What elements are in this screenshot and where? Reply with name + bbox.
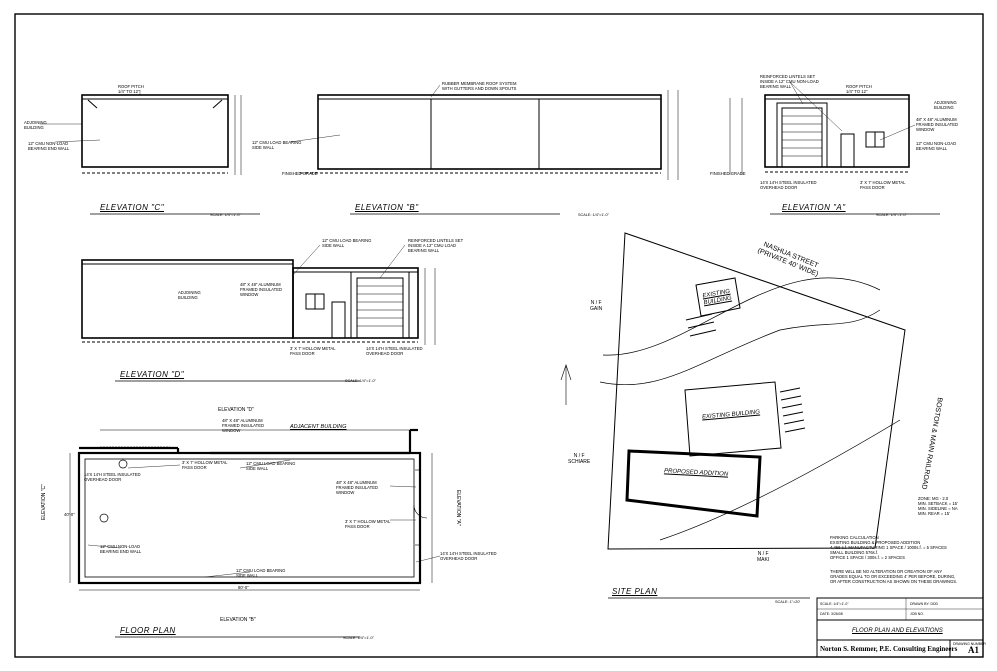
elev-a-title: ELEVATION "A" — [782, 203, 846, 212]
elev-c-title: ELEVATION "C" — [100, 203, 165, 212]
fp-end-wall: 12" CMU NON-LOAD BEARING END WALL — [100, 544, 142, 554]
elev-d-side-wall: 12" CMU LOAD BEARING SIDE WALL — [322, 238, 372, 248]
site-plan-drawing — [560, 232, 906, 550]
fp-pass-door-r: 3' X 7' HOLLOW METAL PASS DOOR — [345, 519, 391, 529]
elev-a-scale: SCALE: 1/4"=1'-0" — [876, 213, 907, 217]
elevation-b-drawing — [289, 84, 679, 180]
elev-d-lintels: REINFORCED LINTELS SET INSIDE A 12" CMU … — [408, 238, 464, 253]
fp-window: 48" X 48" ALUMINUM FRAMED INSULATED WIND… — [222, 418, 265, 433]
fp-pass-door: 3' X 7' HOLLOW METAL PASS DOOR — [182, 460, 228, 470]
elev-d-title: ELEVATION "D" — [120, 370, 185, 379]
elev-a-end-wall: 12" CMU NON-LOAD BEARING WALL — [916, 141, 957, 151]
elev-a-adj-building: ADJOINING BUILDING — [934, 100, 957, 110]
tb-scale: SCALE: 1/4"=1'-0" — [820, 602, 849, 606]
tb-firm: Norton S. Remmer, P.E. Consulting Engine… — [820, 645, 958, 653]
fp-elev-b-marker: ELEVATION "B" — [220, 617, 256, 623]
tb-drawing-no-label: DRAWING NUMBER — [953, 642, 986, 646]
fp-title: FLOOR PLAN — [120, 626, 176, 635]
elev-a-window: 48" X 48" ALUMINUM FRAMED INSULATED WIND… — [916, 117, 959, 132]
fp-adjacent-building: ADJACENT BUILDING — [290, 424, 347, 430]
fp-dim-overall: 80'-0" — [238, 585, 249, 590]
elev-c-adj-building: ADJOINING BUILDING — [24, 120, 47, 130]
elev-b-side-wall: 12" CMU LOAD BEARING SIDE WALL — [252, 140, 302, 150]
elev-d-scale: SCALE: 1/4"=1'-0" — [345, 379, 376, 383]
elev-a-grade: FINISHED GRADE — [710, 171, 746, 176]
title-block-lines — [816, 597, 984, 658]
elev-d-pass-door: 3' X 7' HOLLOW METAL PASS DOOR — [290, 346, 336, 356]
tb-sheet-number: A1 — [968, 645, 979, 655]
fp-dim-depth: 40'-0" — [64, 512, 75, 517]
tb-job: JOB NO. — [910, 612, 925, 616]
elev-a-lintels: REINFORCED LINTELS SET INSIDE A 12" CMU … — [760, 74, 819, 89]
elev-c-scale: SCALE: 1/4"=1'-0" — [210, 213, 241, 217]
elev-b-scale: SCALE: 1/4"=1'-0" — [578, 213, 609, 217]
site-scale: SCALE: 1"=20' — [775, 600, 801, 604]
elev-b-title: ELEVATION "B" — [355, 203, 419, 212]
site-nf-maki: N / F MAKI — [757, 551, 770, 563]
floor-plan-drawing — [69, 428, 441, 591]
fp-elev-a-marker: ELEVATION "A" — [455, 490, 461, 526]
fp-side-wall-top: 12" CMU LOAD BEARING SIDE WALL — [246, 461, 296, 471]
site-note: THERE WILL BE NO ALTERATION OR CREATION … — [830, 569, 958, 584]
fp-elev-c-marker: ELEVATION "C" — [41, 484, 47, 520]
sheet-border — [14, 13, 984, 658]
elev-b-roof-system: RUBBER MEMBRANE ROOF SYSTEM WITH GUTTERS… — [442, 81, 517, 91]
elev-d-adj-building: ADJOINING BUILDING — [178, 290, 201, 300]
tb-drawn: DRAWN BY: DDD — [910, 602, 939, 606]
site-zoning: ZONE: MG - 2.0 MIN. SETBACK = 15' MIN. S… — [918, 496, 958, 516]
fp-scale: SCALE: 1/4"=1'-0" — [343, 636, 374, 640]
elev-a-roof-pitch: ROOF PITCH 1/4" TO 12" — [846, 84, 872, 94]
site-nf-gain: N / F GAIN — [590, 300, 603, 312]
elev-b-grade: FINISHED GRADE — [282, 171, 318, 176]
elev-d-overhead: 14'X 14'H STEEL INSULATED OVERHEAD DOOR — [366, 346, 423, 356]
elevation-d-drawing — [81, 244, 436, 345]
tb-date: DATE: 3/26/08 — [820, 612, 843, 616]
elev-c-end-wall: 12" CMU NON-LOAD BEARING END WALL — [28, 141, 70, 151]
elev-d-window: 48" X 48" ALUMINUM FRAMED INSULATED WIND… — [240, 282, 283, 297]
fp-elev-d-marker: ELEVATION "D" — [218, 407, 254, 413]
tb-drawing-title: FLOOR PLAN AND ELEVATIONS — [852, 628, 943, 634]
site-parking: PARKING CALCULATION EXISTING BUILDING & … — [830, 535, 947, 560]
fp-window-r: 48" X 48" ALUMINUM FRAMED INSULATED WIND… — [336, 480, 379, 495]
elev-a-overhead: 14'X 14'H STEEL INSULATED OVERHEAD DOOR — [760, 180, 817, 190]
elevation-a-drawing — [729, 81, 916, 175]
elevation-c-drawing — [40, 90, 242, 175]
fp-side-wall-bottom: 12" CMU LOAD BEARING SIDE WALL — [236, 568, 286, 578]
site-nf-schiare: N / F SCHIARE — [568, 453, 591, 465]
fp-overhead-r: 14'X 14'H STEEL INSULATED OVERHEAD DOOR — [440, 551, 497, 561]
site-title: SITE PLAN — [612, 587, 658, 596]
fp-overhead: 14'X 14'H STEEL INSULATED OVERHEAD DOOR — [84, 472, 141, 482]
elev-a-pass-door: 3' X 7' HOLLOW METAL PASS DOOR — [860, 180, 906, 190]
elev-c-roof-pitch: ROOF PITCH 1/4" TO 12" — [118, 84, 144, 94]
